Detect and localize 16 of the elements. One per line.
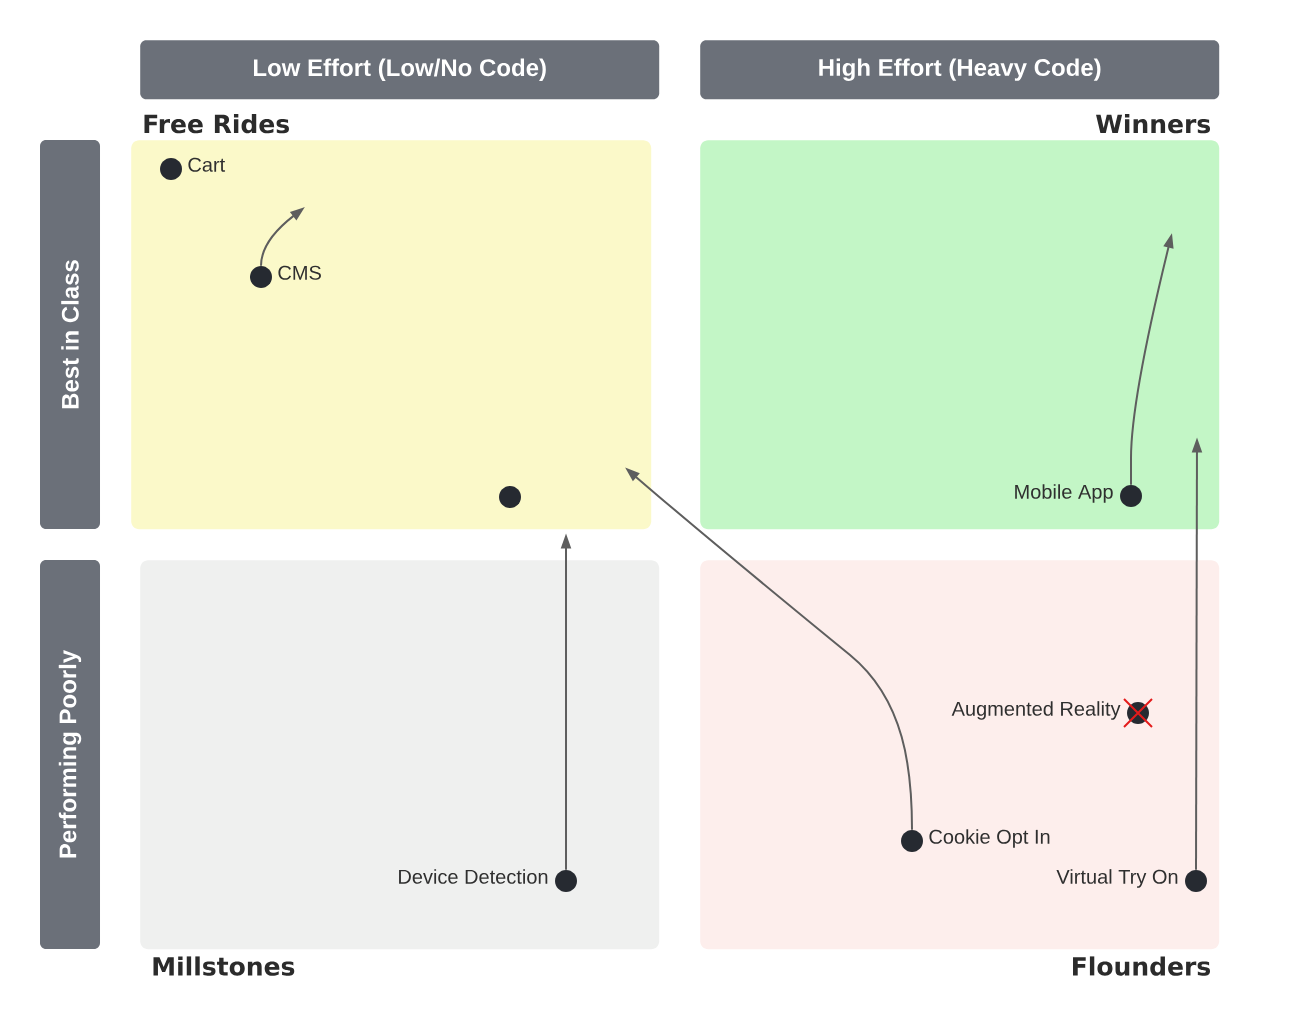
- item-label: Augmented Reality: [951, 701, 1121, 720]
- quadrant-title: Free Rides: [144, 114, 289, 134]
- item-label: Cart: [188, 157, 226, 172]
- dot-marker: [499, 486, 521, 508]
- item-label: Cookie Opt In: [929, 829, 1050, 848]
- item-label: Mobile App: [1015, 484, 1113, 503]
- item-label: Virtual Try On: [1056, 869, 1178, 888]
- item-label: CMS: [278, 265, 321, 280]
- column-header: Low Effort (Low/No Code): [140, 40, 660, 100]
- quadrant-title: Millstones: [153, 956, 295, 976]
- row-header: Performing Poorly: [40, 560, 100, 949]
- item-label: Device Detection: [399, 869, 548, 884]
- column-header: High Effort (Heavy Code): [700, 40, 1220, 100]
- quadrant-title: Winners: [1096, 114, 1210, 134]
- row-header: Best in Class: [40, 140, 100, 529]
- quadrant-title: Flounders: [1073, 956, 1210, 976]
